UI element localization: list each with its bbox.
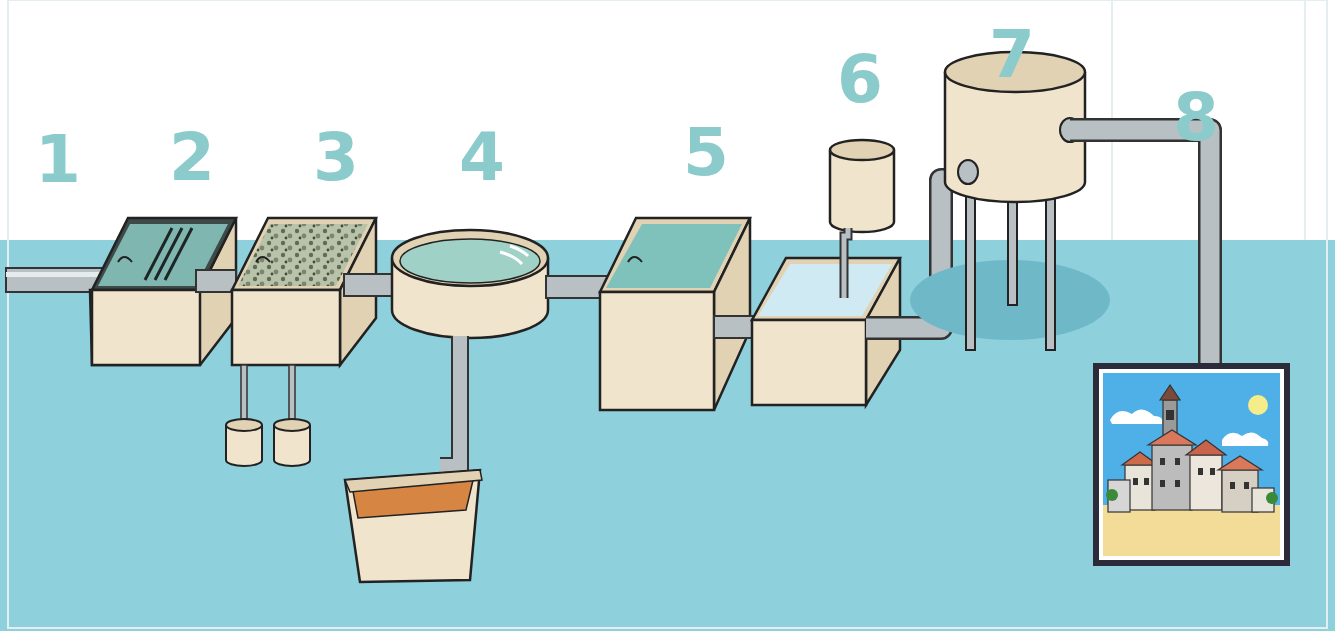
illustration-part (145, 228, 192, 280)
illustration-part (752, 320, 866, 405)
illustration-part (241, 365, 247, 425)
illustration-part (1133, 478, 1138, 485)
callout-number: 3 (313, 125, 359, 191)
drain-canisters (226, 365, 310, 466)
illustration-part (1108, 385, 1274, 512)
callout-number: 5 (683, 120, 729, 186)
illustration-part (1266, 492, 1278, 504)
frame (8, 0, 1327, 628)
illustration-part (1133, 410, 1249, 489)
illustration-part (1070, 130, 1210, 365)
illustration-part (1148, 430, 1196, 445)
illustration-part (600, 292, 714, 410)
callout-number: 6 (837, 47, 883, 113)
divider-line (1304, 0, 1306, 240)
illustration-part (1103, 373, 1280, 556)
callout-number: 1 (35, 127, 81, 193)
illustration-part (1244, 482, 1249, 489)
settling-basin (392, 230, 548, 338)
illustration-part (1218, 456, 1262, 470)
illustration-part (1046, 190, 1055, 350)
illustration-part (165, 228, 192, 280)
illustration-part (966, 190, 975, 350)
illustration-part (1248, 395, 1268, 415)
illustration-part (1144, 478, 1149, 485)
illustration-part (92, 290, 200, 365)
inlet-pipe (6, 268, 106, 292)
town-picture (1093, 363, 1290, 566)
illustration-part (1070, 130, 1210, 365)
illustration-part (1160, 480, 1165, 487)
screening-tank (90, 218, 236, 365)
illustration-part (440, 336, 460, 466)
callout-number: 7 (989, 22, 1035, 88)
illustration-part (714, 218, 750, 410)
illustration-part (1230, 482, 1235, 489)
illustration-part (1008, 195, 1017, 305)
illustration-part (256, 257, 270, 262)
callout-number: 2 (169, 125, 215, 191)
illustration-part (628, 257, 642, 262)
illustration-part (1103, 505, 1280, 556)
illustration-part (345, 470, 482, 492)
illustration-part (1106, 489, 1278, 504)
illustration-part (232, 290, 340, 365)
illustration-part (844, 228, 848, 298)
pipe (344, 274, 396, 296)
illustration-part (1166, 410, 1174, 420)
ground-band (0, 240, 1335, 631)
sludge-pipe (440, 336, 460, 466)
illustration-part (1222, 432, 1268, 446)
clarifier-tank (600, 218, 750, 410)
illustration-part (90, 218, 236, 365)
water-tower (910, 52, 1110, 350)
illustration-part (958, 160, 978, 184)
illustration-part (392, 230, 548, 286)
illustration-part (844, 228, 848, 298)
illustration-part (1160, 385, 1180, 400)
illustration-part (440, 336, 460, 466)
illustration-part (1190, 455, 1222, 510)
illustration-part (274, 419, 310, 431)
illustration-part (1210, 468, 1215, 475)
illustration-part (1186, 440, 1226, 455)
pipe (196, 270, 236, 292)
illustration-part (500, 246, 528, 264)
chlorine-canister (830, 140, 894, 298)
illustration-part (1106, 489, 1118, 501)
illustration-part (1110, 409, 1162, 424)
illustration-part (226, 419, 262, 431)
illustration-part (966, 190, 1055, 350)
illustration-part (1099, 369, 1284, 560)
illustration-part (289, 365, 295, 425)
callout-number: 8 (1173, 85, 1219, 151)
supply-pipe (1070, 130, 1210, 365)
illustration-part (400, 239, 540, 283)
illustration-part (6, 268, 106, 292)
illustration-part (1093, 363, 1290, 566)
illustration-part (1175, 458, 1180, 465)
callout-number: 4 (459, 125, 505, 191)
illustration-part (6, 272, 106, 277)
illustration-part (1175, 480, 1180, 487)
illustration-part (118, 257, 132, 262)
illustration-part (830, 140, 894, 160)
illustration-part (830, 150, 894, 232)
illustration-part (1198, 468, 1203, 475)
illustration-part (1160, 458, 1165, 465)
sludge-tray (345, 470, 482, 582)
